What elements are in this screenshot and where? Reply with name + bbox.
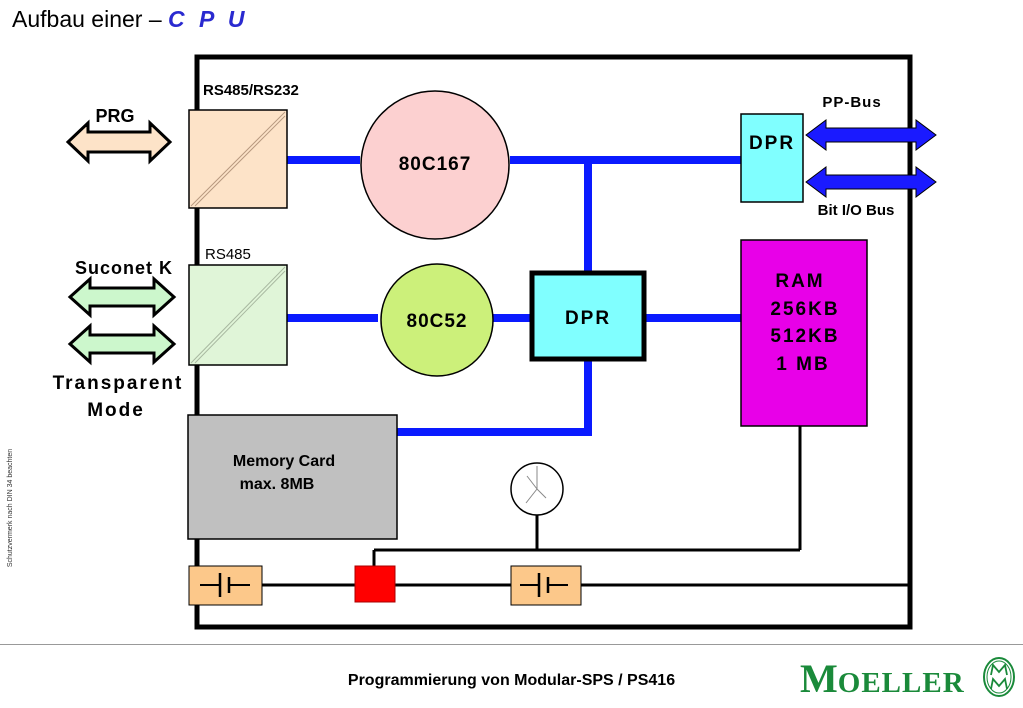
logo-first-letter: M bbox=[800, 656, 838, 701]
ram-block bbox=[740, 239, 868, 427]
memory-card-size: max. 8MB bbox=[240, 476, 315, 493]
fuse-block bbox=[354, 565, 396, 603]
logo-rest: OELLER bbox=[837, 667, 965, 699]
side-note: Schutzvermerk nach DIN 34 beachten bbox=[7, 448, 14, 568]
ram-size-512: 512KB bbox=[770, 326, 839, 347]
transparent-label: Transparent bbox=[53, 373, 184, 394]
memory-card-label: Memory Card bbox=[233, 453, 335, 470]
suconet-arrow-top-icon bbox=[67, 275, 177, 319]
cpu-80c52 bbox=[380, 263, 494, 377]
rs485-rs232-label: RS485/RS232 bbox=[203, 82, 299, 99]
moeller-logo: MOELLER bbox=[800, 655, 965, 702]
dpr-top-label: DPR bbox=[749, 133, 795, 154]
ram-label: RAM bbox=[775, 271, 824, 292]
dpr-center bbox=[529, 270, 647, 362]
dpr-top bbox=[740, 113, 804, 203]
memory-card bbox=[187, 414, 398, 540]
power-wiring bbox=[262, 426, 910, 587]
footer-text: Programmierung von Modular-SPS / PS416 bbox=[347, 672, 676, 689]
dpr-center-label: DPR bbox=[565, 308, 611, 329]
bit-io-bus-label: Bit I/O Bus bbox=[818, 202, 895, 219]
battery-left bbox=[188, 565, 263, 606]
title-prefix: Aufbau einer – bbox=[12, 6, 162, 32]
pp-bus-label: PP-Bus bbox=[822, 94, 881, 111]
prg-arrow-icon bbox=[65, 119, 173, 165]
title-highlight: C P U bbox=[168, 6, 249, 32]
prg-label: PRG bbox=[95, 106, 134, 126]
battery-right bbox=[510, 565, 582, 606]
ram-size-256: 256KB bbox=[770, 299, 839, 320]
ram-size-1mb: 1 MB bbox=[776, 354, 829, 375]
footer-divider bbox=[0, 644, 1023, 645]
suconet-arrow-bottom-icon bbox=[67, 322, 177, 366]
cpu-diagram: RS485/RS232 RS485 80C167 80C52 DPR DPR R… bbox=[53, 54, 937, 630]
cpu-80c167 bbox=[360, 90, 510, 240]
mode-label: Mode bbox=[87, 400, 145, 421]
rs485-label: RS485 bbox=[205, 246, 251, 263]
pp-bus-arrow-icon bbox=[805, 119, 937, 151]
cpu-80c52-label: 80C52 bbox=[407, 311, 468, 332]
clock-icon bbox=[510, 462, 564, 516]
cpu-80c167-label: 80C167 bbox=[399, 154, 472, 175]
moeller-emblem-icon bbox=[983, 657, 1015, 697]
internal-bus bbox=[287, 156, 741, 436]
page-title: Aufbau einer – C P U bbox=[12, 6, 249, 33]
bit-io-bus-arrow-icon bbox=[805, 166, 937, 198]
suconet-label: Suconet K bbox=[75, 258, 173, 278]
